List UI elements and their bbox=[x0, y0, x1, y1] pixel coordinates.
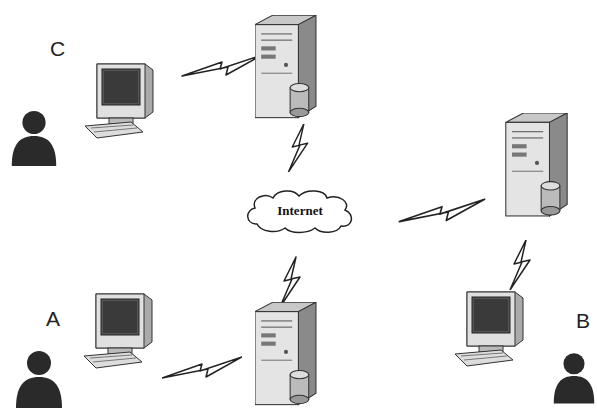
user-letter: A bbox=[46, 308, 60, 329]
user-icon bbox=[16, 351, 62, 408]
internet-cloud: Internet bbox=[243, 188, 357, 234]
link-bolt bbox=[162, 357, 242, 378]
link-bolt bbox=[288, 124, 307, 172]
server-icon bbox=[255, 15, 316, 117]
user-letter: B bbox=[576, 310, 590, 331]
user-letter: C bbox=[50, 38, 65, 59]
link-bolt bbox=[399, 199, 484, 221]
computer-icon bbox=[85, 64, 153, 138]
server-icon bbox=[506, 113, 567, 216]
computer-icon bbox=[84, 294, 152, 368]
link-bolt bbox=[182, 55, 262, 76]
user-icon bbox=[12, 111, 56, 166]
link-bolt bbox=[280, 257, 300, 307]
server-icon bbox=[255, 302, 316, 404]
node-label: Internet bbox=[277, 203, 323, 219]
user-icon bbox=[554, 353, 594, 403]
link-bolt bbox=[510, 240, 530, 290]
computer-icon bbox=[455, 292, 523, 366]
